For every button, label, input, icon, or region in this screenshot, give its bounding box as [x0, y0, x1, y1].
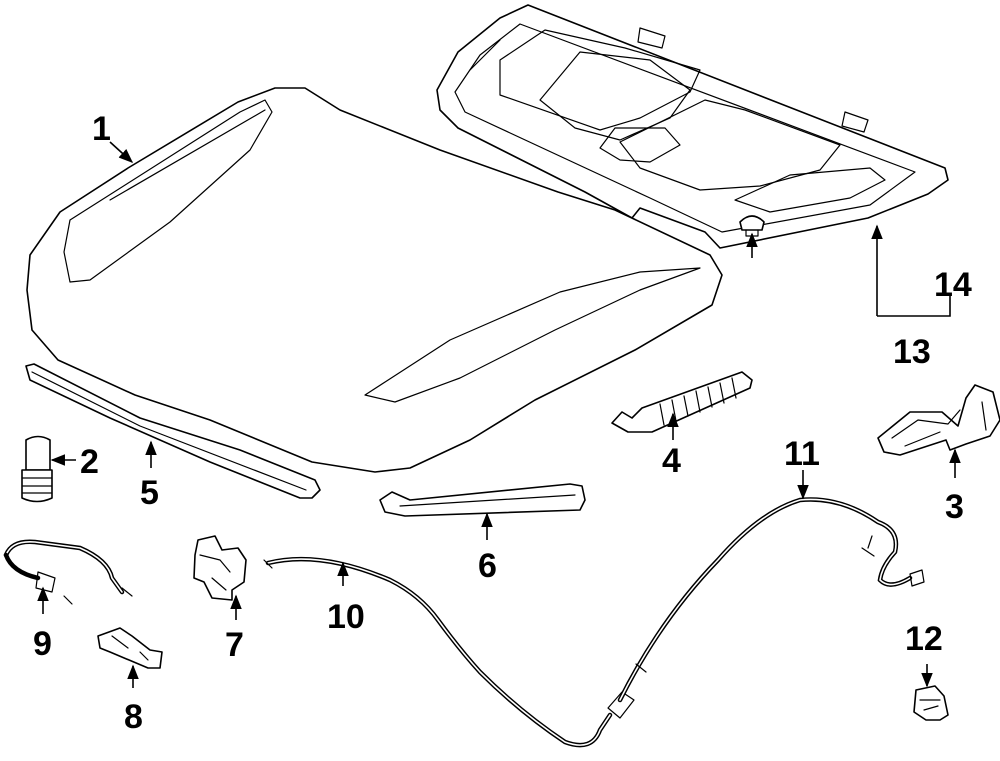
callout-10: 10 [327, 598, 365, 636]
callout-3: 3 [945, 488, 964, 526]
callout-1: 1 [92, 110, 111, 148]
cable-clip [913, 685, 949, 721]
callout-14: 14 [934, 266, 972, 304]
callout-8: 8 [124, 698, 143, 736]
callout-4: 4 [662, 442, 681, 480]
release-cable-upper [617, 497, 925, 703]
hood-panel [26, 87, 723, 473]
callout-7: 7 [225, 626, 244, 664]
hood-bumper-stop [21, 435, 53, 503]
hood-latch [193, 535, 247, 601]
callout-11: 11 [784, 435, 820, 473]
callout-12: 12 [905, 620, 943, 658]
hood-support-strut [611, 371, 753, 433]
callout-13: 13 [893, 333, 931, 371]
hood-seal [379, 483, 586, 517]
callout-9: 9 [33, 625, 52, 663]
callout-6: 6 [478, 547, 497, 585]
insulator-clip [739, 215, 765, 237]
callout-leaders [37, 141, 961, 688]
hood-weatherstrip [25, 363, 321, 499]
hood-hinge [877, 384, 1000, 456]
callout-2: 2 [80, 443, 99, 481]
latch-bracket [97, 627, 163, 669]
hood-insulator-pad [436, 4, 949, 249]
hood-release-cable [3, 539, 133, 605]
callout-5: 5 [140, 474, 159, 512]
release-cable [263, 556, 635, 748]
